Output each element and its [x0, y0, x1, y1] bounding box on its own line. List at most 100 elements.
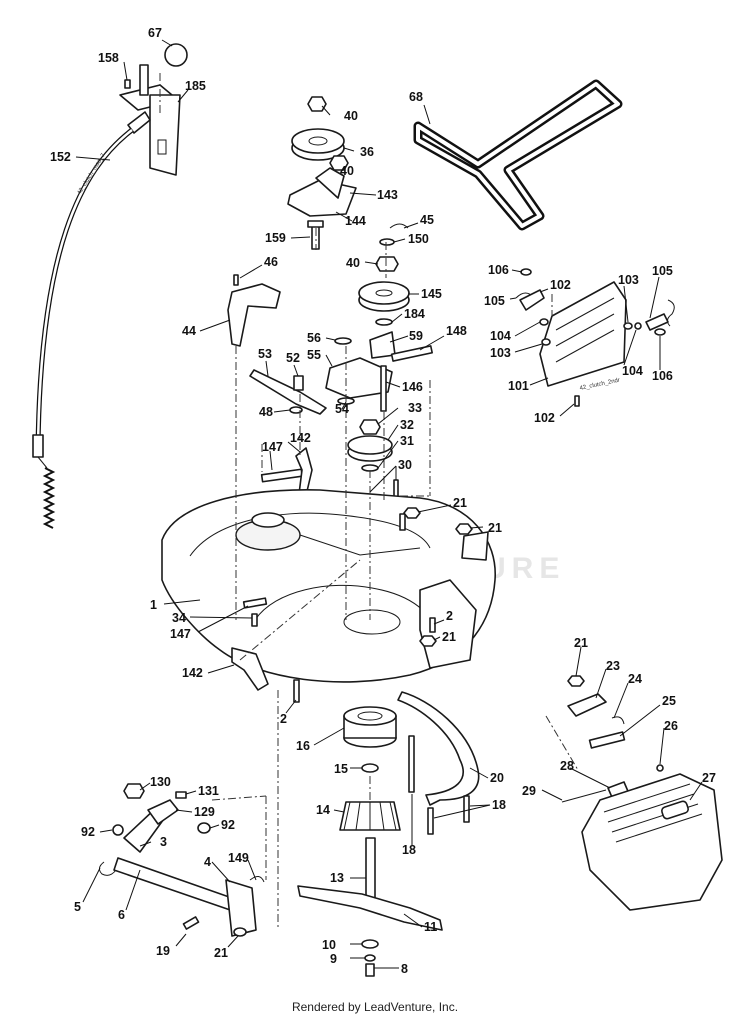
callout-36: 36 [360, 145, 374, 159]
screw-158 [124, 79, 131, 89]
callout-102-lower: 102 [534, 411, 555, 425]
callout-15: 15 [334, 762, 348, 776]
callout-149: 149 [228, 851, 249, 865]
callout-46: 46 [264, 255, 278, 269]
callout-26: 26 [664, 719, 678, 733]
link-6 [113, 857, 237, 913]
callout-21-linkage: 21 [214, 946, 228, 960]
callout-106-left: 106 [488, 263, 509, 277]
clip-105-right [666, 299, 675, 327]
spindle-assembly [297, 706, 443, 977]
callout-13: 13 [330, 871, 344, 885]
callout-105-right: 105 [652, 264, 673, 278]
washer-184 [375, 318, 393, 326]
shield-decal: 42_clutch_2ndr [579, 378, 620, 392]
callout-4: 4 [204, 855, 211, 869]
callout-148: 148 [446, 324, 467, 338]
callout-27: 27 [702, 771, 716, 785]
cable-link [37, 456, 48, 469]
idler-arm-143 [287, 179, 357, 217]
belt-shield-group: 42_clutch_2ndr [515, 268, 675, 407]
callout-18-right: 18 [492, 798, 506, 812]
pulley-145-top [358, 281, 410, 305]
callout-44: 44 [182, 324, 196, 338]
shield-101 [539, 281, 627, 387]
callout-92-left: 92 [81, 825, 95, 839]
nut-130 [123, 783, 145, 799]
nut-40-mid [329, 155, 349, 171]
callout-21-chute: 21 [574, 636, 588, 650]
callout-40-lower: 40 [346, 256, 360, 270]
guard-44 [227, 283, 281, 347]
left-spindle-pulley [251, 512, 285, 528]
callout-40-mid: 40 [340, 164, 354, 178]
callout-29: 29 [522, 784, 536, 798]
callout-32: 32 [400, 418, 414, 432]
callout-23: 23 [606, 659, 620, 673]
clutch-lever-assembly [119, 43, 188, 176]
spindle-housing-fins [343, 801, 397, 831]
callout-104-right: 104 [622, 364, 643, 378]
bracket-21 [461, 531, 489, 561]
callout-20: 20 [490, 771, 504, 785]
callout-159: 159 [265, 231, 286, 245]
pulley-32-top [347, 435, 393, 455]
bracket-slot [157, 139, 167, 155]
washer-103-right [623, 322, 633, 330]
pin-5 [98, 861, 117, 876]
deck-chute-cover [419, 579, 477, 669]
bolt-159-head [307, 220, 324, 228]
shield-ribs [555, 297, 615, 363]
clutch-cable-152: 42_clutch_mod_7 [32, 128, 134, 529]
callout-54: 54 [335, 402, 349, 416]
latch-102 [519, 289, 545, 311]
arm-142-lower [231, 647, 269, 691]
idler-plate-55 [325, 357, 393, 399]
callout-6: 6 [118, 908, 125, 922]
stud-52 [293, 375, 304, 391]
callout-145: 145 [421, 287, 442, 301]
nut-21b [455, 523, 473, 535]
clip-26 [656, 764, 664, 772]
stiffener-20 [397, 691, 480, 806]
callout-92-right: 92 [221, 818, 235, 832]
callout-28: 28 [560, 759, 574, 773]
callout-16: 16 [296, 739, 310, 753]
spring-25 [588, 731, 626, 749]
callout-10: 10 [322, 938, 336, 952]
callout-30: 30 [398, 458, 412, 472]
callout-185: 185 [185, 79, 206, 93]
spring-24 [611, 716, 625, 725]
nut-92-left [112, 824, 124, 836]
clip-149 [249, 876, 265, 883]
nut-33 [359, 419, 381, 435]
callout-52: 52 [286, 351, 300, 365]
callout-40-top: 40 [344, 109, 358, 123]
spindle-shaft-13 [365, 837, 376, 905]
bolt-18-center [427, 807, 434, 835]
bolt-21-deck [399, 513, 406, 531]
callout-34: 34 [172, 611, 186, 625]
callout-55: 55 [307, 348, 321, 362]
bearing-16-top [343, 706, 397, 726]
spring-147-lower [242, 597, 268, 609]
callout-103-left: 103 [490, 346, 511, 360]
bracket-23 [567, 693, 607, 717]
alignment-lines [159, 72, 579, 930]
knob-106-right [654, 328, 666, 336]
callout-3: 3 [160, 835, 167, 849]
washer-103-left [541, 338, 551, 346]
bolt-8 [365, 963, 375, 977]
callout-33: 33 [408, 401, 422, 415]
bolt-146 [380, 365, 387, 412]
callout-147-lower: 147 [170, 627, 191, 641]
screw-34 [251, 613, 258, 627]
pulley-36-hub [308, 136, 328, 146]
pulley-36-top [291, 128, 345, 154]
bracket-53 [249, 369, 327, 415]
screw-46 [233, 274, 239, 286]
callout-101: 101 [508, 379, 529, 393]
lever-arm [139, 64, 149, 96]
callout-labels: 67 158 185 152 40 36 40 143 144 159 68 4… [50, 26, 716, 976]
callout-68: 68 [409, 90, 423, 104]
